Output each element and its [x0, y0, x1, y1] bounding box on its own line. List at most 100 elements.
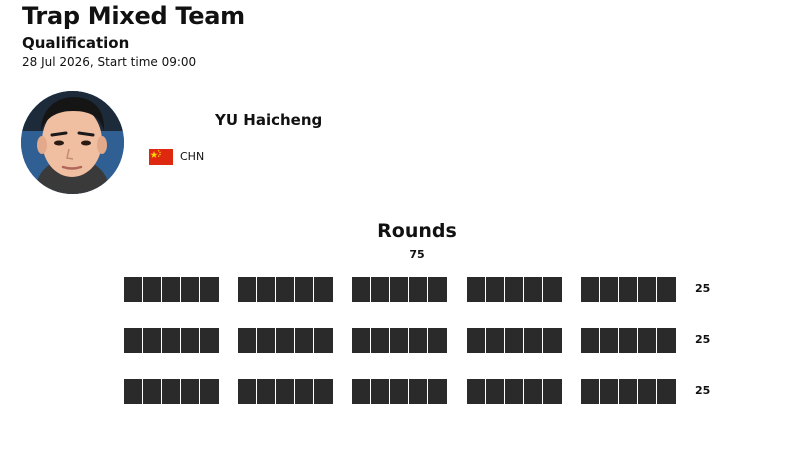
shot-block [581, 379, 599, 404]
shot-block [200, 379, 219, 404]
shot-block [200, 277, 219, 302]
shot-series [238, 379, 333, 404]
shot-block [600, 379, 618, 404]
shot-series [352, 277, 447, 302]
shot-block [390, 379, 408, 404]
shot-block [181, 379, 199, 404]
shot-series [352, 328, 447, 353]
china-flag-icon [149, 149, 173, 165]
shot-block [409, 277, 427, 302]
shot-block [295, 328, 313, 353]
round-row: 25 [124, 379, 734, 404]
shot-block [143, 379, 161, 404]
shot-block [371, 379, 389, 404]
shot-block [295, 379, 313, 404]
shot-block [428, 277, 447, 302]
shot-block [638, 277, 656, 302]
shot-block [162, 328, 180, 353]
shot-block [276, 328, 294, 353]
shot-block [524, 277, 542, 302]
shot-block [486, 379, 504, 404]
shot-block [124, 328, 142, 353]
shot-block [600, 328, 618, 353]
shot-block [162, 379, 180, 404]
shot-series [581, 277, 676, 302]
shot-series [467, 379, 562, 404]
shot-block [371, 277, 389, 302]
shot-block [295, 277, 313, 302]
athlete-avatar [21, 91, 124, 194]
shot-block [581, 277, 599, 302]
shot-series [467, 277, 562, 302]
shot-block [524, 379, 542, 404]
round-score: 25 [695, 282, 711, 295]
shot-block [143, 328, 161, 353]
shot-block [238, 379, 256, 404]
shot-block [409, 379, 427, 404]
event-datetime: 28 Jul 2026, Start time 09:00 [22, 55, 197, 69]
shot-block [257, 379, 275, 404]
shot-block [581, 328, 599, 353]
shot-block [409, 328, 427, 353]
shot-series [352, 379, 447, 404]
shot-block [638, 379, 656, 404]
shot-block [657, 328, 676, 353]
shot-block [486, 277, 504, 302]
shot-block [352, 379, 370, 404]
round-row: 25 [124, 277, 734, 302]
shot-block [505, 328, 523, 353]
shot-block [352, 328, 370, 353]
shot-block [657, 277, 676, 302]
shot-series [238, 277, 333, 302]
shot-block [257, 328, 275, 353]
shot-series [238, 328, 333, 353]
shot-block [276, 379, 294, 404]
shot-block [428, 379, 447, 404]
shot-block [143, 277, 161, 302]
shot-block [390, 277, 408, 302]
event-title: Trap Mixed Team [22, 2, 245, 30]
shot-block [486, 328, 504, 353]
athlete-name: YU Haicheng [215, 111, 323, 129]
shot-block [181, 328, 199, 353]
shot-series [581, 379, 676, 404]
shot-series [124, 379, 219, 404]
shot-block [619, 328, 637, 353]
shot-block [505, 379, 523, 404]
shot-block [257, 277, 275, 302]
shot-block [467, 328, 485, 353]
shot-block [162, 277, 180, 302]
shot-block [314, 328, 333, 353]
shot-block [619, 379, 637, 404]
round-row: 25 [124, 328, 734, 353]
shot-block [543, 328, 562, 353]
shot-block [524, 328, 542, 353]
shot-series [124, 277, 219, 302]
shot-block [276, 277, 294, 302]
shot-series [467, 328, 562, 353]
shot-block [390, 328, 408, 353]
shot-block [467, 379, 485, 404]
shot-block [543, 379, 562, 404]
shot-block [124, 379, 142, 404]
shot-block [428, 328, 447, 353]
shot-series [581, 328, 676, 353]
shot-block [505, 277, 523, 302]
rounds-title: Rounds [377, 220, 457, 242]
round-score: 25 [695, 384, 711, 397]
round-score: 25 [695, 333, 711, 346]
shot-block [543, 277, 562, 302]
shot-block [467, 277, 485, 302]
shot-series [124, 328, 219, 353]
shot-block [314, 379, 333, 404]
shot-block [200, 328, 219, 353]
shot-block [619, 277, 637, 302]
rounds-total: 75 [409, 248, 425, 261]
shot-block [181, 277, 199, 302]
shot-block [238, 328, 256, 353]
country-code: CHN [180, 150, 205, 163]
shot-block [314, 277, 333, 302]
phase-label: Qualification [22, 34, 130, 52]
shot-block [600, 277, 618, 302]
shot-block [638, 328, 656, 353]
